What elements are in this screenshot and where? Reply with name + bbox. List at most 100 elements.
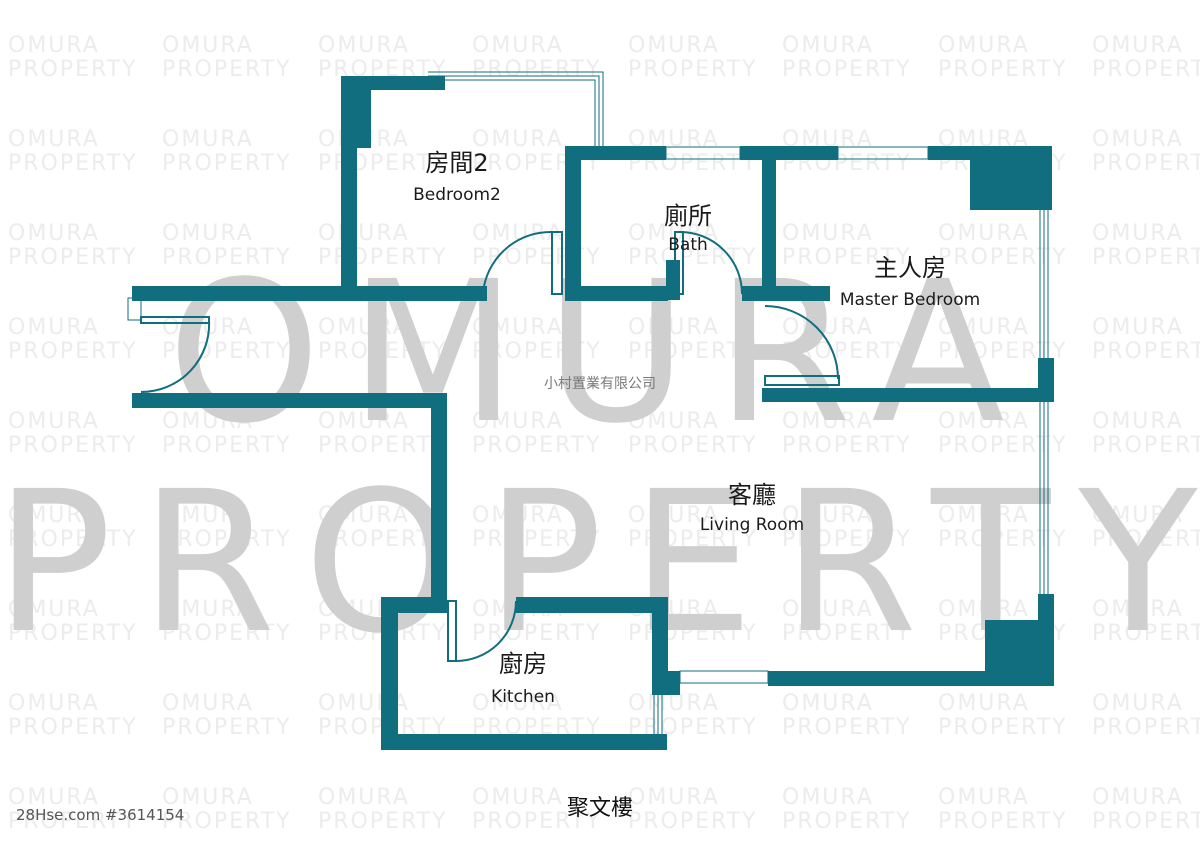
wall-segment: [341, 76, 371, 148]
doors: [140, 230, 840, 663]
watermark-tile-line2: PROPERTY: [628, 527, 758, 552]
watermark-tile-line2: PROPERTY: [162, 715, 292, 740]
wall-segment: [516, 597, 666, 613]
watermark-tile-line1: OMURA: [628, 221, 720, 246]
watermark-tile-line1: OMURA: [472, 785, 564, 810]
watermark-tile-line1: OMURA: [938, 221, 1030, 246]
watermark-tile-line2: PROPERTY: [162, 433, 292, 458]
watermark-tile-line2: PROPERTY: [782, 57, 912, 82]
big-watermark: OMURA PROPERTY: [0, 239, 1197, 676]
watermark-tile-line1: OMURA: [1092, 221, 1184, 246]
watermark-tile-line2: PROPERTY: [782, 527, 912, 552]
watermark-tile-line2: PROPERTY: [162, 339, 292, 364]
watermark-tile-line1: OMURA: [8, 597, 100, 622]
wall-segment: [381, 734, 667, 750]
watermark-tile-line1: OMURA: [782, 33, 874, 58]
bedroom2-label-zh: 房間2: [425, 149, 488, 177]
listing-reference: 28Hse.com #3614154: [16, 806, 184, 824]
watermark-tile-line2: PROPERTY: [1092, 151, 1200, 176]
watermark-tile-line2: PROPERTY: [8, 339, 138, 364]
watermark-tile-line2: PROPERTY: [1092, 621, 1200, 646]
wall-segment: [762, 146, 776, 301]
watermark-tile-line1: OMURA: [782, 409, 874, 434]
watermark-tile-line1: OMURA: [472, 409, 564, 434]
watermark-tile-line2: PROPERTY: [318, 245, 448, 270]
watermark-tile-line2: PROPERTY: [318, 809, 448, 834]
watermark-tile-line1: OMURA: [628, 33, 720, 58]
watermark-tile-line1: OMURA: [162, 315, 254, 340]
living-room-label-zh: 客廳: [728, 481, 776, 509]
watermark-tile-line1: OMURA: [8, 691, 100, 716]
watermark-tile-line1: OMURA: [782, 785, 874, 810]
watermark-tile-line1: OMURA: [162, 409, 254, 434]
watermark-tile-line1: OMURA: [1092, 315, 1184, 340]
watermark-tile-line1: OMURA: [472, 127, 564, 152]
wall-segment: [666, 260, 680, 300]
watermark-tile-line2: PROPERTY: [162, 621, 292, 646]
watermark-tile-line2: PROPERTY: [628, 621, 758, 646]
watermark-tile-line1: OMURA: [782, 691, 874, 716]
wall-segment: [970, 146, 1052, 210]
watermark-tile-line2: PROPERTY: [1092, 715, 1200, 740]
company-name: 小村置業有限公司: [544, 376, 656, 392]
watermark-tile-line1: OMURA: [1092, 33, 1184, 58]
watermark-tile-line1: OMURA: [162, 127, 254, 152]
watermark-tile-line2: PROPERTY: [472, 809, 602, 834]
watermark-tile-line1: OMURA: [318, 221, 410, 246]
watermark-tile-line2: PROPERTY: [628, 433, 758, 458]
watermark-tile-line2: PROPERTY: [162, 245, 292, 270]
watermark-tile-line1: OMURA: [8, 785, 100, 810]
watermark-tile-line1: OMURA: [472, 315, 564, 340]
watermark-tile-line1: OMURA: [782, 221, 874, 246]
watermark-tile-line2: PROPERTY: [628, 339, 758, 364]
watermark-tile-line2: PROPERTY: [628, 809, 758, 834]
kitchen-label-zh: 廚房: [499, 650, 547, 678]
watermark-tile-line2: PROPERTY: [782, 433, 912, 458]
watermark-tile-line2: PROPERTY: [472, 339, 602, 364]
wall-segment: [1038, 594, 1054, 686]
watermark-tile-line1: OMURA: [782, 315, 874, 340]
watermark-tile-line2: PROPERTY: [938, 809, 1068, 834]
watermark-tile-line2: PROPERTY: [938, 715, 1068, 740]
watermark-tile-line2: PROPERTY: [782, 245, 912, 270]
watermark-tile-line2: PROPERTY: [1092, 57, 1200, 82]
wall-segment: [431, 393, 447, 605]
watermark-tile-line1: OMURA: [472, 503, 564, 528]
watermark-tile-line1: OMURA: [1092, 785, 1184, 810]
watermark-tile-line1: OMURA: [472, 691, 564, 716]
watermark-tile-line2: PROPERTY: [8, 715, 138, 740]
wall-segment: [1038, 358, 1054, 402]
walls: [132, 76, 1054, 750]
watermark-tile-line2: PROPERTY: [318, 339, 448, 364]
watermark-tile-line1: OMURA: [938, 503, 1030, 528]
watermark-tile-line2: PROPERTY: [1092, 245, 1200, 270]
watermark-tile-line1: OMURA: [938, 315, 1030, 340]
watermark-tile-line1: OMURA: [1092, 597, 1184, 622]
watermark-tile-line1: OMURA: [162, 597, 254, 622]
watermark-big-line1: OMURA: [167, 239, 1032, 466]
wall-segment: [742, 286, 830, 301]
kitchen-label-en: Kitchen: [491, 687, 555, 707]
watermark-tile-line1: OMURA: [1092, 409, 1184, 434]
watermark-tile-line1: OMURA: [162, 33, 254, 58]
watermark-tile-line2: PROPERTY: [8, 57, 138, 82]
watermark-tile-line2: PROPERTY: [8, 809, 138, 834]
wall-segment: [132, 393, 447, 408]
watermark-tile-line2: PROPERTY: [1092, 809, 1200, 834]
watermark-tile-line2: PROPERTY: [472, 433, 602, 458]
watermark-tile-line1: OMURA: [938, 691, 1030, 716]
watermark-tile-line1: OMURA: [8, 409, 100, 434]
watermark-tile-line2: PROPERTY: [8, 433, 138, 458]
wall-segment: [740, 146, 838, 160]
master-bedroom-label-zh: 主人房: [874, 254, 946, 282]
bath-label-en: Bath: [668, 235, 708, 255]
watermark-tile-line1: OMURA: [318, 503, 410, 528]
watermark-tile-line1: OMURA: [782, 503, 874, 528]
watermark-tile-line1: OMURA: [162, 785, 254, 810]
watermark-tile-line1: OMURA: [318, 785, 410, 810]
watermark-tile-line1: OMURA: [1092, 127, 1184, 152]
watermark-tile-line1: OMURA: [628, 785, 720, 810]
watermark-tile-line2: PROPERTY: [318, 151, 448, 176]
wall-segment: [768, 671, 1054, 686]
